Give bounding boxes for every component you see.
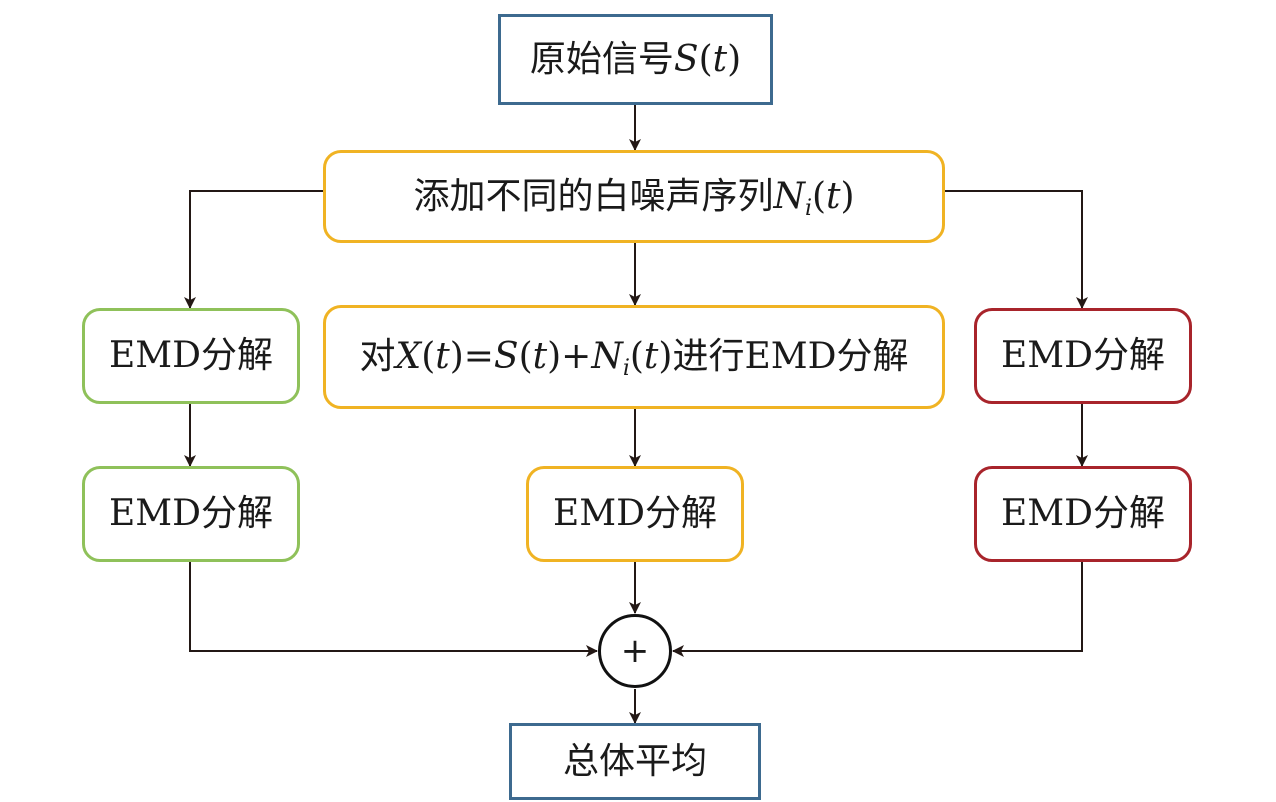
add-noise-left-paren: ( xyxy=(812,175,827,217)
center-emd-x: X xyxy=(395,336,422,377)
source-signal-left-paren: ( xyxy=(698,38,713,80)
connector-right-emd-2-to-sum xyxy=(672,562,1083,657)
source-signal-label: 原始信号 xyxy=(529,38,674,80)
left-emd-node-2: EMD分解 xyxy=(82,466,300,562)
add-noise-subscript: i xyxy=(804,195,812,221)
center-emd-left-paren-2: ( xyxy=(518,336,533,377)
add-noise-node: 添加不同的白噪声序列 N i ( t ) xyxy=(323,150,945,243)
left-emd-node-1: EMD分解 xyxy=(82,308,300,404)
left-emd-label-2: EMD分解 xyxy=(108,493,273,534)
connector-noise-to-left-emd xyxy=(184,190,323,309)
add-noise-right-paren: ) xyxy=(840,175,855,217)
center-emd-right-paren-3: ) xyxy=(658,336,673,377)
center-emd-subscript: i xyxy=(622,356,630,381)
center-emd-t-1: t xyxy=(435,336,450,377)
add-noise-variable: N xyxy=(773,175,805,217)
summation-symbol: + xyxy=(620,631,650,671)
add-noise-label: 添加不同的白噪声序列 xyxy=(413,175,774,217)
center-emd-node-2: EMD分解 xyxy=(526,466,744,562)
source-signal-argument: t xyxy=(712,38,728,80)
summation-node: + xyxy=(598,614,672,688)
connector-noise-to-right-emd xyxy=(945,190,1088,309)
add-noise-argument: t xyxy=(826,175,841,217)
right-emd-node-1: EMD分解 xyxy=(974,308,1192,404)
center-emd-plus: + xyxy=(561,336,592,377)
right-emd-label-1: EMD分解 xyxy=(1000,335,1165,376)
center-emd-node-1: 对 X ( t ) = S ( t ) + N i ( t ) 进行EMD分解 xyxy=(323,305,945,409)
right-emd-node-2: EMD分解 xyxy=(974,466,1192,562)
center-emd-right-paren-1: ) xyxy=(449,336,464,377)
center-emd-t-3: t xyxy=(643,336,659,377)
center-emd-t-2: t xyxy=(532,336,548,377)
source-signal-variable: S xyxy=(673,38,699,80)
center-emd-s: S xyxy=(493,336,519,377)
center-emd-n: N xyxy=(591,336,623,377)
center-emd-left-paren-1: ( xyxy=(421,336,436,377)
source-signal-node: 原始信号 S ( t ) xyxy=(498,14,773,105)
center-emd-label-2: EMD分解 xyxy=(552,493,717,534)
center-emd-left-paren-3: ( xyxy=(629,336,644,377)
ensemble-average-node: 总体平均 xyxy=(509,723,761,800)
right-emd-label-2: EMD分解 xyxy=(1000,493,1165,534)
ensemble-average-label: 总体平均 xyxy=(562,740,707,782)
connector-left-emd-2-to-sum xyxy=(189,562,598,657)
center-emd-right-paren-2: ) xyxy=(547,336,562,377)
center-emd-prefix: 对 xyxy=(359,336,396,377)
center-emd-equals: = xyxy=(463,336,494,377)
center-emd-suffix: 进行EMD分解 xyxy=(672,336,909,377)
left-emd-label-1: EMD分解 xyxy=(108,335,273,376)
source-signal-right-paren: ) xyxy=(727,38,742,80)
